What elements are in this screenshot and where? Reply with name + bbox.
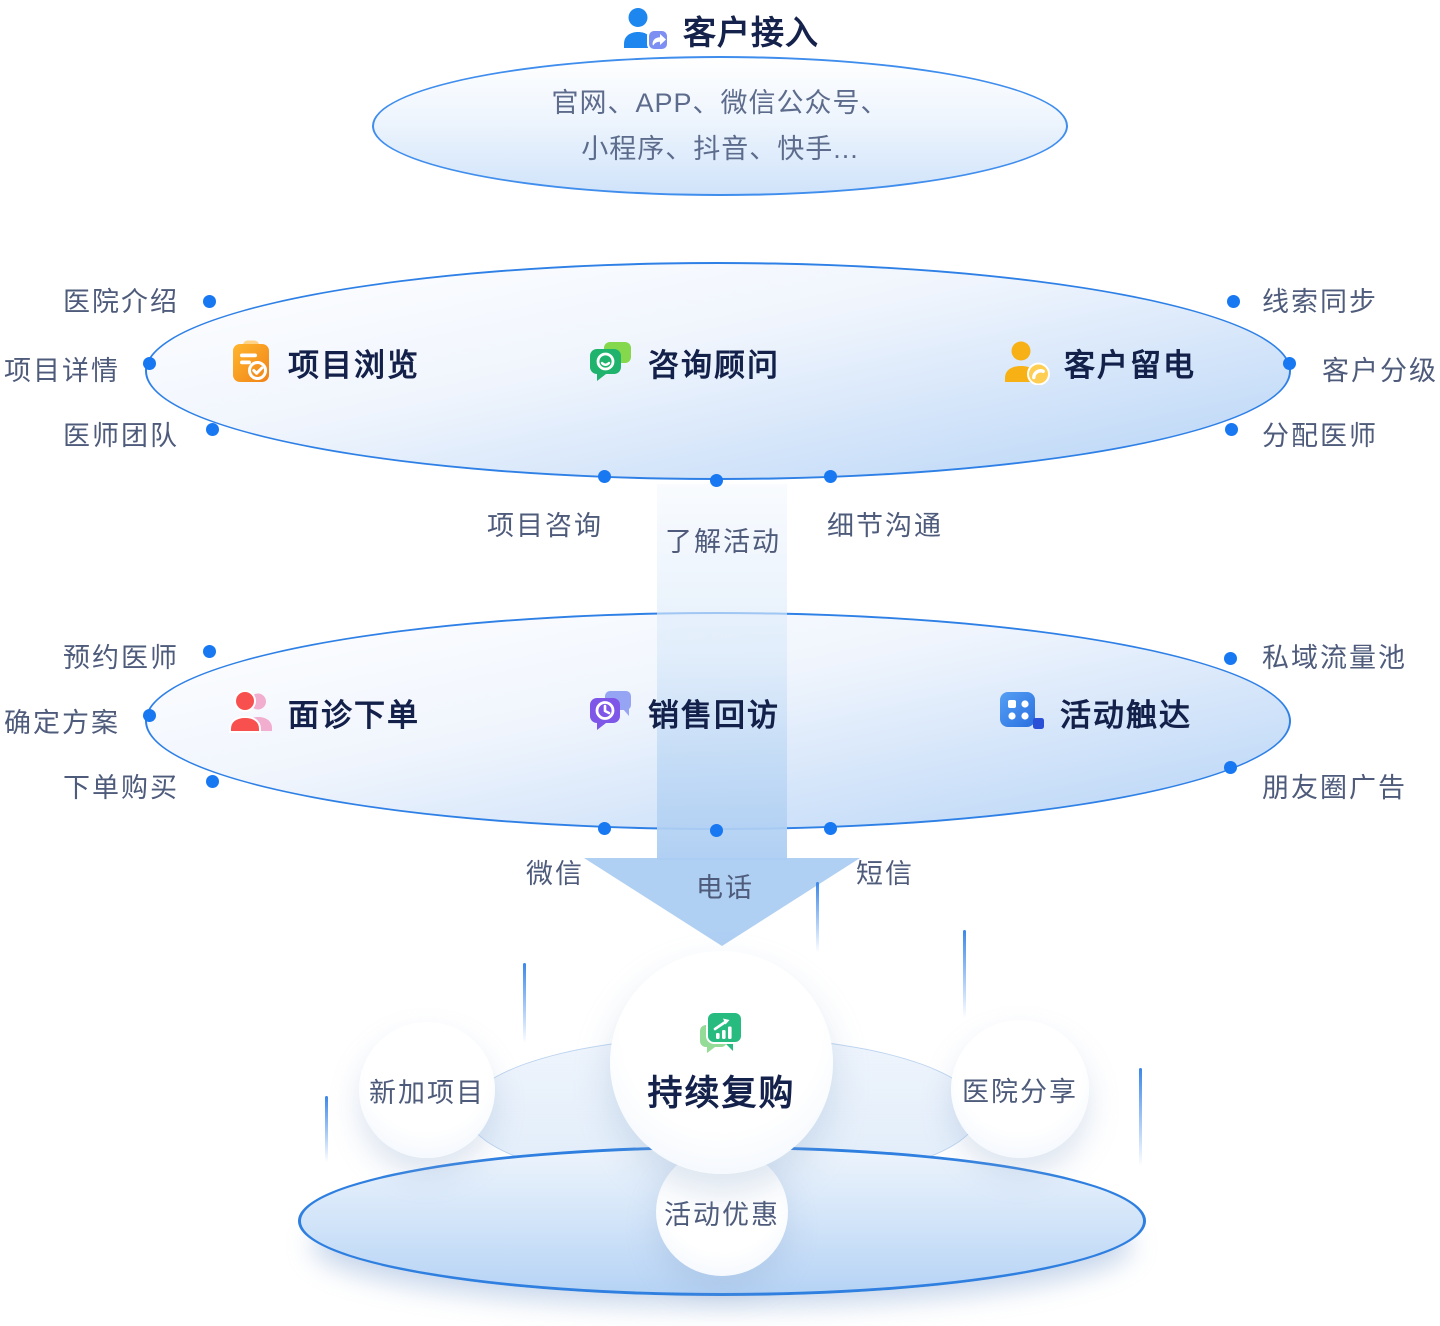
loyalty-node-new-project: 新加项目 <box>359 1022 495 1158</box>
stage2-left-label: 医师团队 <box>63 421 179 451</box>
person-phone-icon <box>1002 339 1050 386</box>
person-duo-icon <box>228 689 274 735</box>
funnel-arrow-shaft <box>657 484 787 860</box>
connector-dot <box>598 822 611 835</box>
loyalty-node-repurchase: 持续复购 <box>610 951 833 1174</box>
app-grid-icon <box>998 689 1046 735</box>
stage3-right-label: 朋友圈广告 <box>1262 773 1407 803</box>
connector-dot <box>824 470 837 483</box>
stage2-right-label: 客户分级 <box>1322 356 1438 386</box>
connector-dot <box>203 645 216 658</box>
stage2-item-label: 客户留电 <box>1064 347 1196 383</box>
connector-dot <box>824 822 837 835</box>
loyalty-node-label: 活动优惠 <box>664 1199 780 1230</box>
connector-dot <box>1227 295 1240 308</box>
stage3-left-label: 确定方案 <box>4 708 120 738</box>
chat-chart-icon <box>697 1009 747 1057</box>
connector-dot <box>710 474 723 487</box>
decor-light-beam <box>1139 1068 1142 1166</box>
connector-dot <box>1224 652 1237 665</box>
stage3-bottom-label: 电话 <box>696 873 754 903</box>
connector-dot <box>1283 357 1296 370</box>
chat-clock-icon <box>588 689 634 735</box>
funnel-arrow-head <box>584 858 860 946</box>
connector-dot <box>710 824 723 837</box>
loyalty-center-label: 持续复购 <box>647 1074 796 1113</box>
loyalty-node-label: 新加项目 <box>369 1077 485 1108</box>
stage3-bottom-label: 短信 <box>856 859 914 889</box>
decor-light-beam <box>816 882 819 952</box>
stage2-ellipse <box>145 262 1291 480</box>
stage2-right-label: 线索同步 <box>1262 287 1378 317</box>
stage3-item-label: 面诊下单 <box>288 697 420 733</box>
stage2-item-phone: 客户留电 <box>1002 338 1196 386</box>
stage2-right-label: 分配医师 <box>1262 421 1378 451</box>
stage3-item-label: 活动触达 <box>1060 697 1192 733</box>
stage2-bottom-label: 了解活动 <box>665 527 781 557</box>
stage2-item-consult: 咨询顾问 <box>588 338 780 386</box>
decor-light-beam <box>963 930 966 1018</box>
stage3-bottom-label: 微信 <box>526 859 584 889</box>
loyalty-node-label: 医院分享 <box>962 1076 1078 1107</box>
stage3-item-campaign: 活动触达 <box>998 688 1192 736</box>
connector-dot <box>1225 423 1238 436</box>
stage3-right-label: 私域流量池 <box>1262 643 1407 673</box>
stage3-left-label: 下单购买 <box>63 773 179 803</box>
stage3-item-followup: 销售回访 <box>588 688 780 736</box>
connector-dot <box>143 357 156 370</box>
channels-line-1: 官网、APP、微信公众号、 <box>551 88 889 118</box>
header-title: 客户接入 <box>683 14 819 51</box>
stage3-item-order: 面诊下单 <box>228 688 420 736</box>
stage2-item-label: 咨询顾问 <box>648 347 780 383</box>
channels-ellipse: 官网、APP、微信公众号、 小程序、抖音、快手... <box>372 56 1068 196</box>
stage2-bottom-label: 细节沟通 <box>827 511 943 541</box>
stage2-left-label: 项目详情 <box>4 356 120 386</box>
stage3-left-label: 预约医师 <box>63 643 179 673</box>
connector-dot <box>206 775 219 788</box>
decor-light-beam <box>325 1096 328 1162</box>
stage3-item-label: 销售回访 <box>648 697 780 733</box>
connector-dot <box>203 295 216 308</box>
connector-dot <box>598 470 611 483</box>
stage2-item-label: 项目浏览 <box>288 347 420 383</box>
connector-dot <box>143 709 156 722</box>
person-share-icon <box>621 6 671 54</box>
connector-dot <box>1224 761 1237 774</box>
chat-smile-icon <box>588 339 634 385</box>
header: 客户接入 <box>0 6 1440 54</box>
channels-line-2: 小程序、抖音、快手... <box>581 134 859 164</box>
loyalty-node-hospital-share: 医院分享 <box>951 1020 1089 1158</box>
stage2-item-browse: 项目浏览 <box>228 338 420 386</box>
stage2-left-label: 医院介绍 <box>63 287 179 317</box>
clipboard-check-icon <box>228 339 274 385</box>
connector-dot <box>206 423 219 436</box>
stage2-bottom-label: 项目咨询 <box>487 511 603 541</box>
decor-light-beam <box>523 963 526 1043</box>
